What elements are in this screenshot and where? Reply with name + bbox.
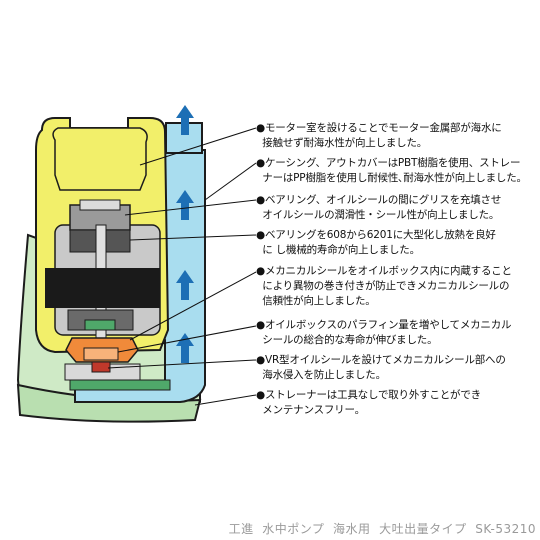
leader-line-4 <box>129 234 257 241</box>
base-plate <box>69 379 171 391</box>
leader-line-5 <box>129 271 257 341</box>
annotation-mechanical-seal: ●メカニカルシールをオイルボックス内に内蔵すること により異物の巻き付きが防止で… <box>256 265 512 307</box>
vr-oil-seal <box>91 361 111 373</box>
annotation-oil-box: ●オイルボックスのパラフィン量を増やしてメカニカル シールの総合的な寿命が伸びま… <box>256 319 512 346</box>
leader-line-3 <box>124 199 257 216</box>
product-caption: 工進 水中ポンプ 海水用 大吐出量タイプ SK-53210 <box>228 522 536 536</box>
annotation-strainer: ●ストレーナーは工具なしで取り外すことができ メンテナンスフリー。 <box>256 389 481 416</box>
flow-arrow-lower <box>176 270 194 300</box>
annotation-grease: ●ベアリング、オイルシールの間にグリスを充填させ オイルシールの潤滑性・シール性… <box>256 194 502 221</box>
annotation-bearing: ●ベアリングを608から6201に大型化し放熱を良好 に し機械的寿命が向上しま… <box>256 229 496 256</box>
flow-arrow-top <box>176 105 194 135</box>
annotation-motor-chamber: ●モーター室を設けることでモーター金属部が海水に 接触せず耐海水性が向上しました… <box>256 122 502 149</box>
handle <box>52 127 148 191</box>
leader-lines <box>107 127 257 406</box>
flow-arrows <box>176 105 194 363</box>
annotation-vr-oil-seal: ●VR型オイルシールを設けてメカニカルシール部への 海水侵入を防止しました。 <box>256 354 506 381</box>
leader-line-2 <box>204 162 257 201</box>
flow-arrow-middle <box>176 190 194 220</box>
top-bearing <box>79 199 121 211</box>
leader-line-8 <box>194 394 257 406</box>
leader-line-1 <box>139 127 257 166</box>
stator <box>45 268 160 308</box>
lower-bearing <box>84 319 116 331</box>
leader-line-6 <box>117 325 257 353</box>
leader-line-7 <box>107 359 257 369</box>
mechanical-seal <box>83 347 119 361</box>
annotation-casing-material: ●ケーシング、アウトカバーはPBT樹脂を使用、ストレー ナーはPP樹脂を使用し耐… <box>256 157 527 184</box>
